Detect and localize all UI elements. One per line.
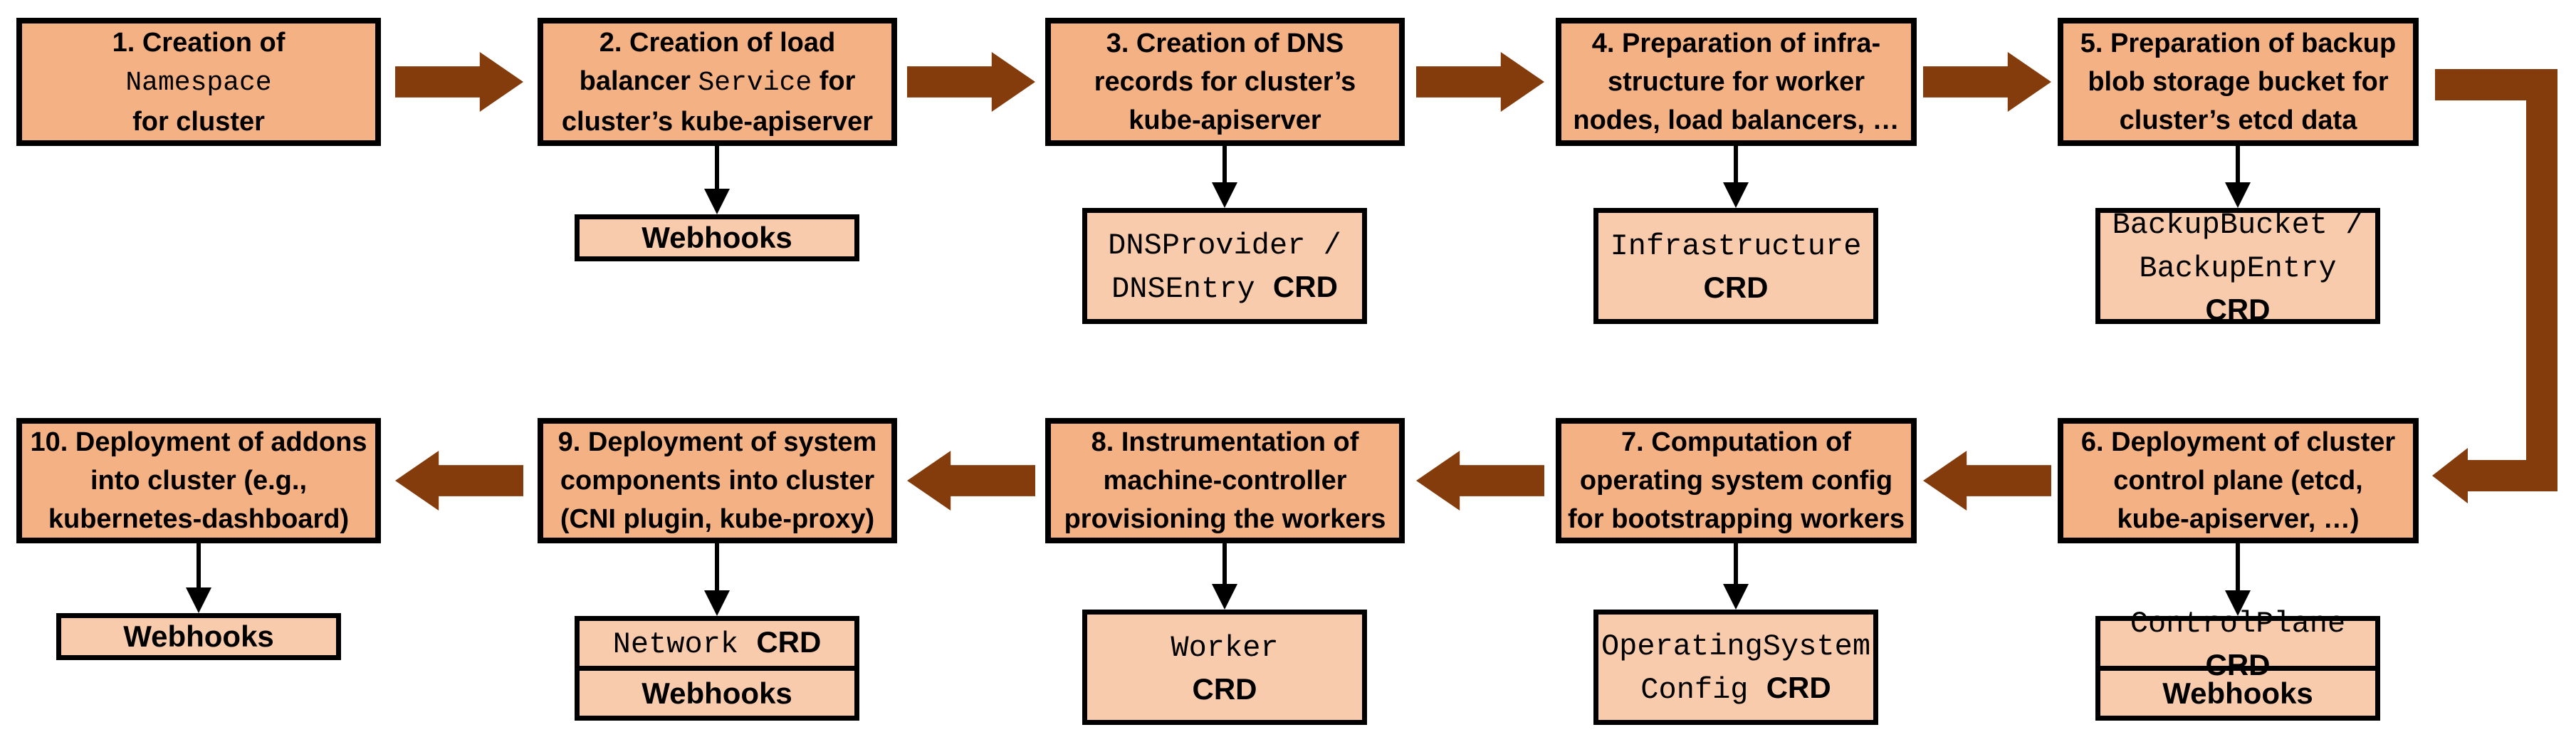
connector-step-2-line — [715, 146, 719, 190]
flow-arrow-3-4-icon — [1416, 52, 1544, 112]
flow-arrow-9-10-icon — [395, 451, 523, 511]
flow-arrow-5-6-bottom-bar — [2465, 460, 2557, 491]
flow-arrow-4-5-icon — [1923, 52, 2051, 112]
connector-step-9-line — [715, 543, 719, 592]
step-8-box: 8. Instrumentation of machine-controller… — [1045, 418, 1405, 543]
flow-arrow-8-9-icon — [907, 451, 1035, 511]
step-4-crd-box: Infrastructure CRD — [1593, 208, 1878, 324]
flow-arrow-6-7-icon — [1923, 451, 2051, 511]
flow-arrow-1-2-icon — [395, 52, 523, 112]
connector-step-9-arrowhead-icon — [704, 590, 730, 616]
flow-arrow-5-6-vertical-bar — [2526, 69, 2557, 491]
step-7-box: 7. Computation of operating system confi… — [1556, 418, 1917, 543]
step-3-box: 3. Creation of DNS records for cluster’s… — [1045, 18, 1405, 146]
step-5-box: 5. Preparation of backup blob storage bu… — [2058, 18, 2419, 146]
step-2-box: 2. Creation of load balancer Service for… — [538, 18, 897, 146]
connector-step-4-arrowhead-icon — [1723, 182, 1749, 208]
step-9-crd-webhooks-stack: Network CRD Webhooks — [575, 616, 859, 721]
connector-step-5-line — [2236, 146, 2240, 184]
step-8-crd-box: Worker CRD — [1082, 610, 1367, 725]
step-3-crd-box: DNSProvider / DNSEntry CRD — [1082, 208, 1367, 324]
step-7-crd-box: OperatingSystem Config CRD — [1593, 610, 1878, 725]
step-9-webhooks-box: Webhooks — [580, 666, 854, 716]
connector-step-8-arrowhead-icon — [1212, 584, 1237, 610]
flow-arrow-5-6-arrowhead-icon — [2432, 448, 2468, 503]
step-5-crd-box: BackupBucket / BackupEntry CRD — [2095, 208, 2380, 326]
step-9-box: 9. Deployment of system components into … — [538, 418, 897, 543]
connector-step-10-arrowhead-icon — [186, 587, 211, 613]
connector-step-8-line — [1222, 543, 1227, 585]
flow-arrow-7-8-icon — [1416, 451, 1544, 511]
connector-step-10-line — [197, 543, 201, 589]
connector-step-7-line — [1734, 543, 1738, 585]
step-9-crd-box: Network CRD — [612, 625, 822, 662]
connector-step-2-arrowhead-icon — [704, 189, 730, 214]
step-6-crd-webhooks-stack: ControlPlane CRD Webhooks — [2095, 607, 2380, 721]
connector-step-7-arrowhead-icon — [1723, 584, 1749, 610]
connector-step-6-line — [2236, 543, 2240, 592]
step-2-webhooks-box: Webhooks — [575, 214, 859, 261]
flow-arrow-2-3-icon — [907, 52, 1035, 112]
step-6-crd-box: ControlPlane CRD — [2130, 607, 2346, 681]
step-6-box: 6. Deployment of cluster control plane (… — [2058, 418, 2419, 543]
connector-step-3-arrowhead-icon — [1212, 182, 1237, 208]
step-1-box: 1. Creation of Namespace for cluster — [16, 18, 381, 146]
step-10-box: 10. Deployment of addons into cluster (e… — [16, 418, 381, 543]
connector-step-4-line — [1734, 146, 1738, 184]
step-10-webhooks-box: Webhooks — [56, 613, 341, 660]
connector-step-3-line — [1222, 146, 1227, 184]
step-4-box: 4. Preparation of infra- structure for w… — [1556, 18, 1917, 146]
step-6-webhooks-box: Webhooks — [2100, 666, 2375, 716]
